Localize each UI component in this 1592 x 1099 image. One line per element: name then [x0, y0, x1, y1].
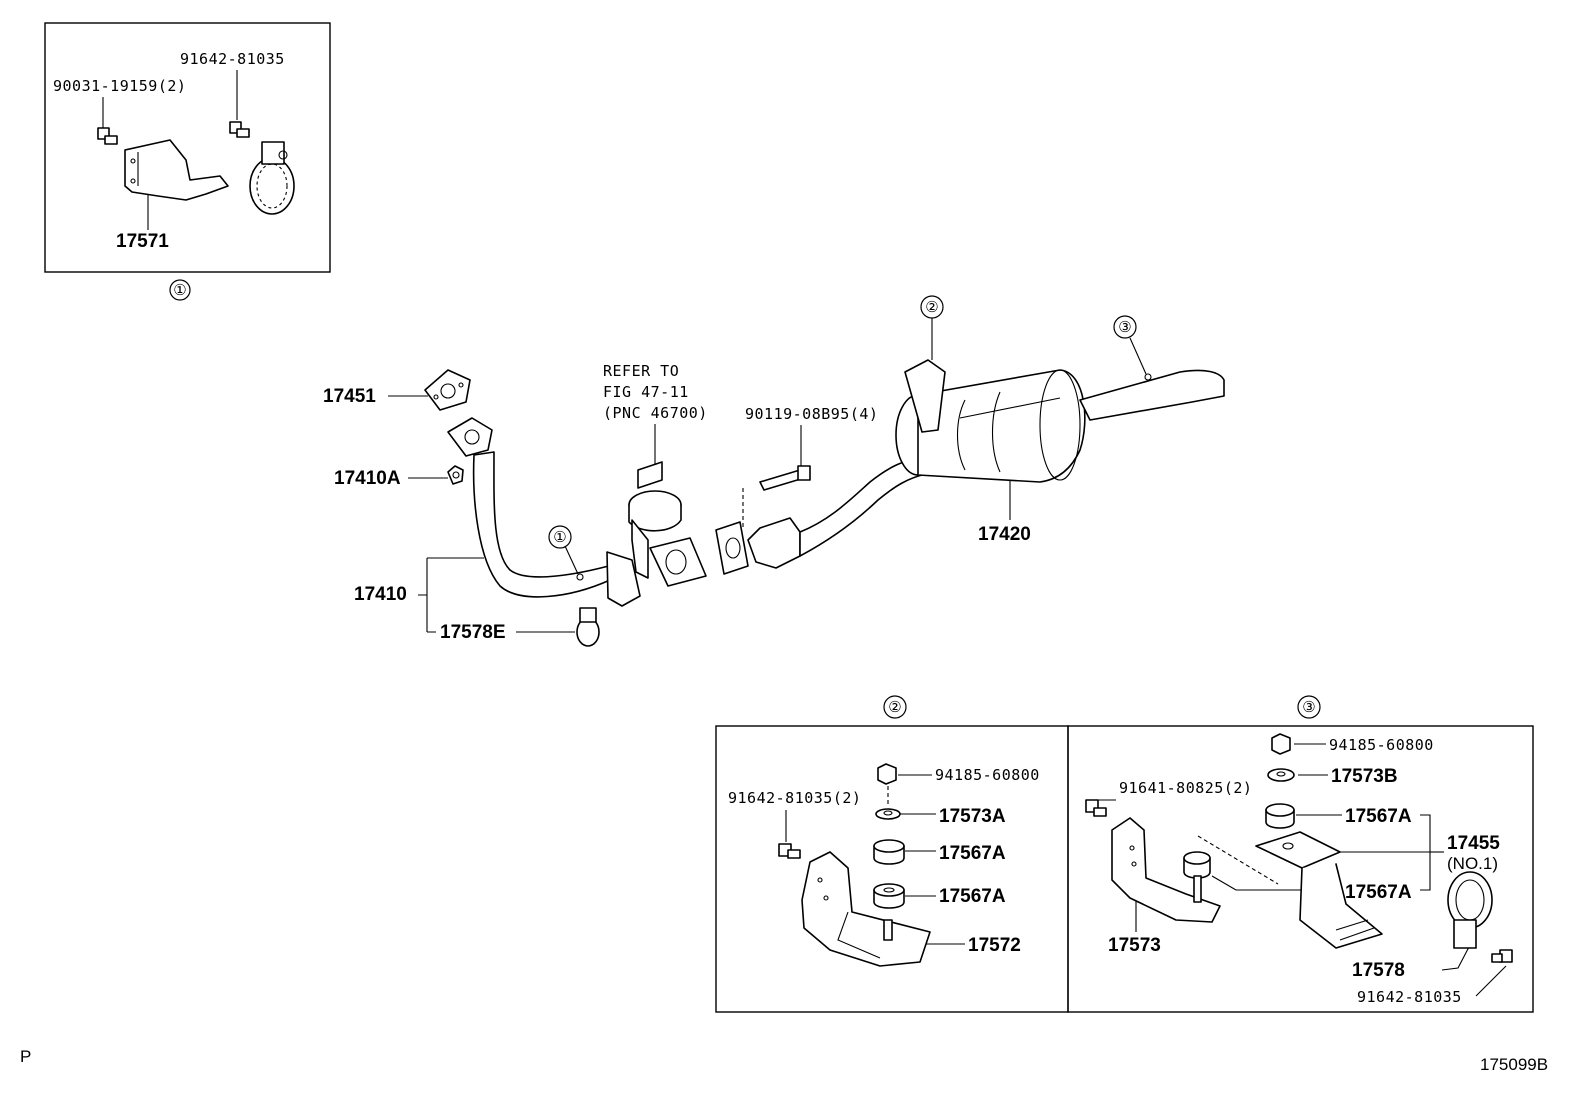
inset-3-washer-label[interactable]: 17573B: [1331, 766, 1398, 787]
inset-1-bolt2-label[interactable]: 91642-81035: [180, 50, 285, 68]
refer-line3: (PNC 46700): [603, 404, 708, 422]
callout-1: ①: [553, 529, 566, 546]
callout-2: ②: [925, 299, 938, 316]
callout-3-circle: [1113, 315, 1137, 339]
muffler-icon: ② ③: [895, 295, 1225, 483]
inset-1-ref: ①: [173, 282, 186, 299]
inset-2-ref: ②: [888, 699, 901, 716]
nut-label[interactable]: 17410A: [334, 468, 401, 489]
clamp-icon: [1447, 871, 1493, 949]
inset-2-cushion1-label[interactable]: 17567A: [939, 843, 1006, 864]
inset-2-bolt-label[interactable]: 91642-81035(2): [728, 789, 861, 807]
inset-3-clamp-leader: [1441, 944, 1471, 971]
inset-2-ref-circle: [883, 695, 907, 719]
bracket-17572-icon: [801, 851, 931, 967]
inset-1-frame: [44, 22, 331, 273]
cushion-icon: [873, 883, 905, 909]
bolt-icon: [778, 843, 801, 859]
gasket-label[interactable]: 17451: [323, 386, 376, 407]
inset-1-bracket-label[interactable]: 17571: [116, 231, 169, 252]
inset-2: ② 94185-60800 91642-81035(2) 17573A 1756…: [715, 695, 1069, 1013]
bracket-17573-icon: [1111, 817, 1221, 923]
inset-3-support-label[interactable]: 17455: [1447, 833, 1500, 854]
callout-1-circle: [548, 525, 572, 549]
bolt-icon: [1491, 949, 1513, 963]
inset-3-cushion1-label[interactable]: 17567A: [1345, 806, 1412, 827]
footer-left-mark: P: [20, 1047, 31, 1066]
nut-icon: [877, 763, 897, 785]
inset-2-bracket-label[interactable]: 17572: [968, 935, 1021, 956]
inset-3-clamp-bolt-leader: [1475, 965, 1507, 997]
washer-icon: [875, 808, 901, 820]
muffler-label[interactable]: 17420: [978, 524, 1031, 545]
inset-3-bracket-label[interactable]: 17573: [1108, 935, 1161, 956]
inset-3-ref: ③: [1302, 699, 1315, 716]
nut-icon: [1271, 733, 1291, 755]
inset-1-ref-circle: [169, 279, 191, 301]
bolt-icon: [229, 121, 250, 138]
clamp-label[interactable]: 17578E: [440, 622, 506, 643]
inset-2-nut-label[interactable]: 94185-60800: [935, 766, 1040, 784]
bolt-label[interactable]: 90119-08B95(4): [745, 405, 878, 423]
refer-line2: FIG 47-11: [603, 383, 689, 401]
main-assembly: 17451 17410A 17410 17578E REFER TO FIG 4…: [323, 295, 1225, 647]
cushion-icon: [1265, 803, 1295, 829]
inset-3-support-note: (NO.1): [1447, 854, 1498, 873]
inset-1-bolt1-label[interactable]: 90031-19159(2): [53, 77, 186, 95]
inset-1: 91642-81035 90031-19159(2) 17571: [44, 22, 331, 301]
nut-icon: [447, 465, 464, 485]
front-pipe-bracket-leader: [418, 557, 484, 633]
inset-3-dash: [1197, 835, 1279, 885]
inset-3-ref-circle: [1297, 695, 1321, 719]
gasket-icon: [424, 369, 471, 411]
bracket-17571-icon: [124, 139, 229, 201]
inset-3-clamp-label[interactable]: 17578: [1352, 960, 1405, 981]
inset-3-cushion2-label[interactable]: 17567A: [1345, 882, 1412, 903]
inset-3: ③ 94185-60800 91641-80825(2) 17573B 1756…: [1067, 695, 1534, 1013]
front-pipe-icon: ①: [447, 417, 641, 607]
inset-2-cushion2-label[interactable]: 17567A: [939, 886, 1006, 907]
support-17455-icon: [1255, 831, 1383, 949]
front-pipe-label[interactable]: 17410: [354, 584, 407, 605]
inset-3-clamp-bolt-label[interactable]: 91642-81035: [1357, 988, 1462, 1006]
converter-pipe-icon: [715, 457, 927, 575]
clamp-icon: [576, 607, 600, 647]
inset-2-washer-label[interactable]: 17573A: [939, 806, 1006, 827]
inset-3-frame: [1067, 725, 1534, 1013]
bolt-icon: [97, 127, 118, 145]
bolt-icon: [759, 465, 811, 491]
bolt-icon: [1085, 799, 1107, 817]
cushion-icon: [873, 839, 905, 865]
inset-3-nut-label[interactable]: 94185-60800: [1329, 736, 1434, 754]
valve-unit-icon: [628, 461, 707, 587]
callout-3: ③: [1118, 319, 1131, 336]
inset-3-bolt-label[interactable]: 91641-80825(2): [1119, 779, 1252, 797]
clamp-icon: [249, 141, 295, 215]
diagram-id: 175099B: [1480, 1055, 1548, 1074]
washer-icon: [1267, 768, 1295, 782]
refer-line1: REFER TO: [603, 362, 679, 380]
